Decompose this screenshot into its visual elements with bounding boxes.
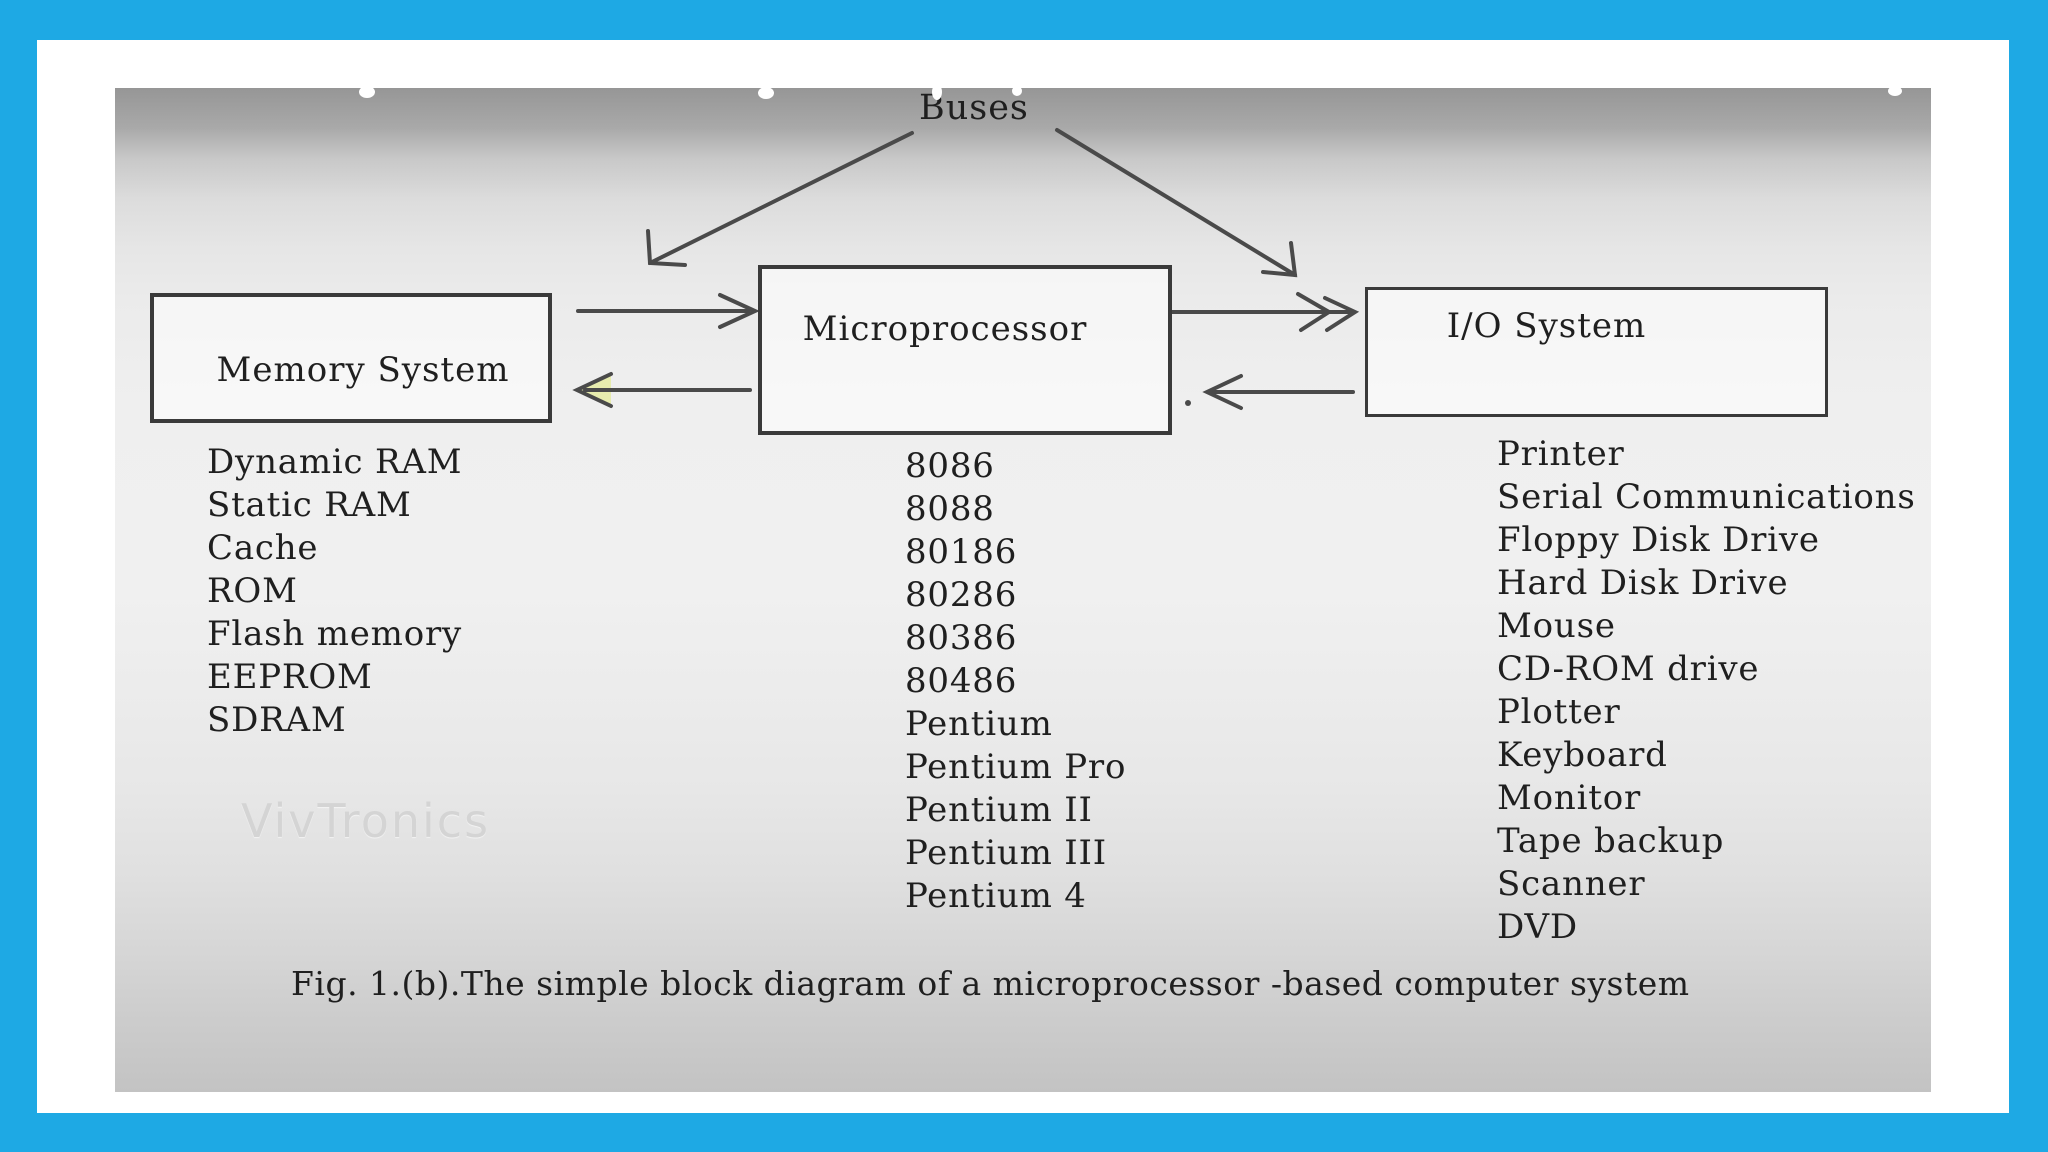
list-item: Pentium II <box>905 790 1093 830</box>
list-item: 80186 <box>905 532 1018 572</box>
list-item: 80486 <box>905 661 1018 701</box>
list-item: 8088 <box>905 489 995 529</box>
list-item: ROM <box>207 571 298 611</box>
list-item: Hard Disk Drive <box>1497 563 1789 603</box>
arrow-memory-to-cpu <box>576 293 760 329</box>
microprocessor-title: Microprocessor <box>802 309 1088 349</box>
list-item: CD-ROM drive <box>1497 649 1760 689</box>
buses-label: Buses <box>919 88 1029 128</box>
list-item: Pentium Pro <box>905 747 1127 787</box>
bus-arrow-to-memory <box>646 131 914 267</box>
bus-arrow-to-io <box>1055 128 1298 278</box>
io-system-title: I/O System <box>1446 306 1647 346</box>
watermark: VivTronics <box>241 794 491 848</box>
list-item: Tape backup <box>1497 821 1725 861</box>
list-item: Pentium III <box>905 833 1107 873</box>
list-item: Static RAM <box>207 485 412 525</box>
list-item: Serial Communications <box>1497 477 1916 517</box>
list-item: Cache <box>207 528 319 568</box>
memory-system-title: Memory System <box>216 350 510 390</box>
list-item: SDRAM <box>207 700 347 740</box>
list-item: Printer <box>1497 434 1625 474</box>
scan-artifact-specks <box>359 88 1902 100</box>
list-item: EEPROM <box>207 657 373 697</box>
list-item: Floppy Disk Drive <box>1497 520 1820 560</box>
list-item: 8086 <box>905 446 995 486</box>
list-item: Mouse <box>1497 606 1616 646</box>
list-item: 80386 <box>905 618 1018 658</box>
arrow-cpu-to-memory <box>572 372 752 408</box>
list-item: DVD <box>1497 907 1578 947</box>
figure-caption: Fig. 1.(b).The simple block diagram of a… <box>291 964 1690 1003</box>
list-item: Scanner <box>1497 864 1646 904</box>
list-item: Plotter <box>1497 692 1621 732</box>
io-system-box: I/O System <box>1365 287 1828 417</box>
list-item: Pentium <box>905 704 1053 744</box>
arrow-io-to-cpu <box>1185 374 1355 410</box>
white-mat: Buses <box>37 40 2009 1113</box>
list-item: Dynamic RAM <box>207 442 463 482</box>
list-item: Pentium 4 <box>905 876 1087 916</box>
list-item: 80286 <box>905 575 1018 615</box>
list-item: Keyboard <box>1497 735 1668 775</box>
list-item: Flash memory <box>207 614 463 654</box>
memory-system-box: Memory System <box>150 293 552 423</box>
list-item: Monitor <box>1497 778 1642 818</box>
microprocessor-box: Microprocessor <box>758 265 1172 435</box>
diagram-panel: Buses <box>115 88 1931 1092</box>
arrow-cpu-to-io <box>1170 292 1360 332</box>
